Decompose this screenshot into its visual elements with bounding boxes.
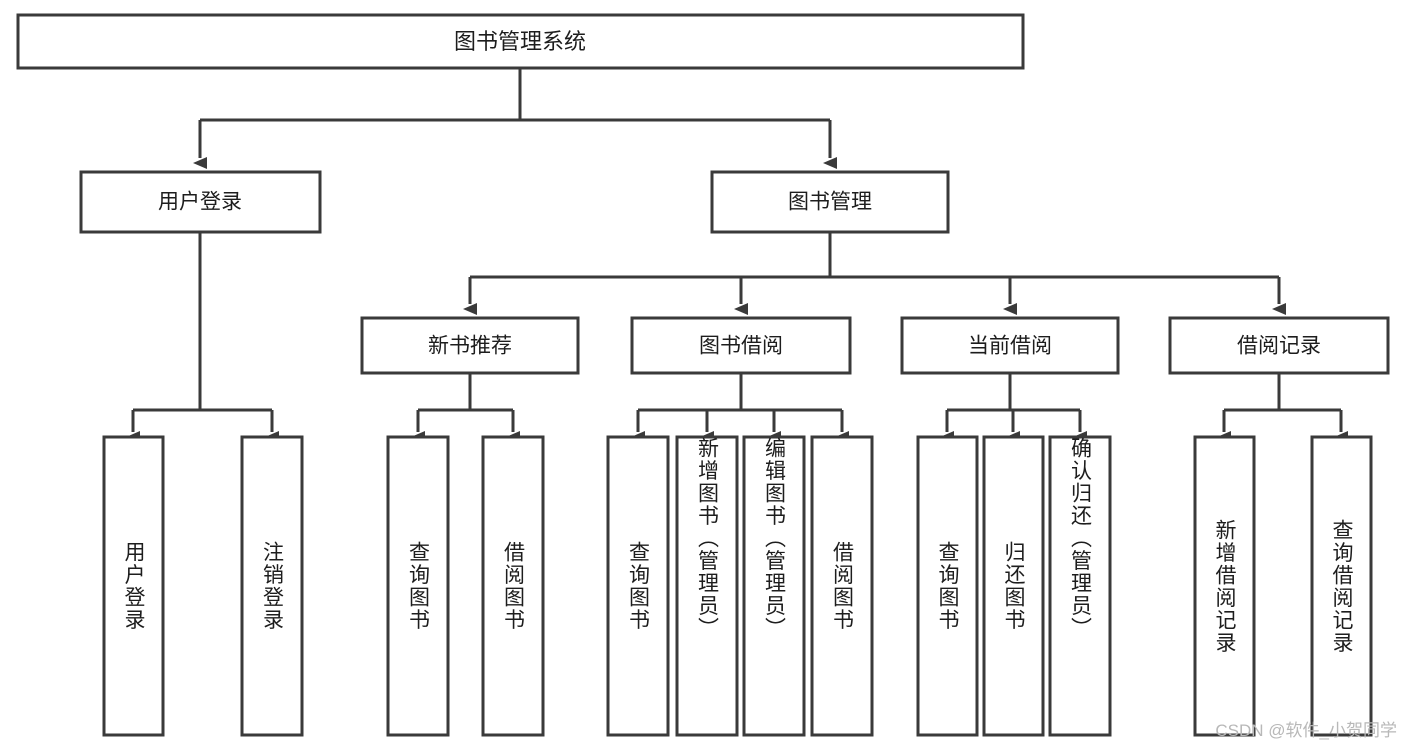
- node-current-borrow[interactable]: 当前借阅: [900, 316, 1120, 375]
- node-borrow-record[interactable]: 借阅记录: [1168, 316, 1390, 375]
- connector-root-to-level2: [193, 68, 837, 169]
- node-current-borrow-label: 当前借阅: [968, 335, 1052, 358]
- connector-user-login-to-leaves: [126, 232, 279, 443]
- connector-book-borrow-to-leaves: [631, 373, 849, 443]
- node-book-borrow[interactable]: 图书借阅: [630, 316, 852, 375]
- node-new-book-recommend-label: 新书推荐: [428, 335, 512, 358]
- leaf-box-borrow-book-nbr[interactable]: [481, 435, 545, 737]
- connector-new-book-recommend-to-leaves: [411, 373, 520, 443]
- node-book-manage-label: 图书管理: [788, 191, 872, 214]
- node-book-borrow-label: 图书借阅: [699, 335, 783, 358]
- leaf-box-confirm-return-admin[interactable]: [1048, 435, 1112, 737]
- node-user-login[interactable]: 用户登录: [79, 170, 322, 234]
- connector-current-borrow-to-leaves: [940, 373, 1087, 443]
- leaf-boxes: [102, 435, 1373, 737]
- leaf-box-add-book-admin[interactable]: [675, 435, 739, 737]
- node-user-login-label: 用户登录: [158, 191, 242, 214]
- leaf-box-user-login[interactable]: [102, 435, 165, 737]
- node-root-label: 图书管理系统: [454, 29, 586, 54]
- leaf-box-logout[interactable]: [240, 435, 304, 737]
- leaf-box-edit-book-admin[interactable]: [742, 435, 806, 737]
- watermark: CSDN @软件_小贺同学: [1215, 721, 1397, 740]
- leaf-box-query-book-cb[interactable]: [916, 435, 979, 737]
- leaf-box-add-borrow-record[interactable]: [1193, 435, 1256, 737]
- connector-borrow-record-to-leaves: [1217, 373, 1348, 443]
- node-book-manage[interactable]: 图书管理: [710, 170, 950, 234]
- leaf-box-query-borrow-record[interactable]: [1310, 435, 1373, 737]
- leaf-box-query-book-nbr[interactable]: [386, 435, 450, 737]
- leaf-box-borrow-book-bb[interactable]: [810, 435, 874, 737]
- connector-book-manage-to-level3: [463, 232, 1286, 315]
- node-new-book-recommend[interactable]: 新书推荐: [360, 316, 580, 375]
- node-borrow-record-label: 借阅记录: [1237, 335, 1321, 358]
- leaf-box-return-book[interactable]: [982, 435, 1045, 737]
- node-root[interactable]: 图书管理系统: [16, 13, 1025, 70]
- leaf-box-query-book-bb[interactable]: [606, 435, 670, 737]
